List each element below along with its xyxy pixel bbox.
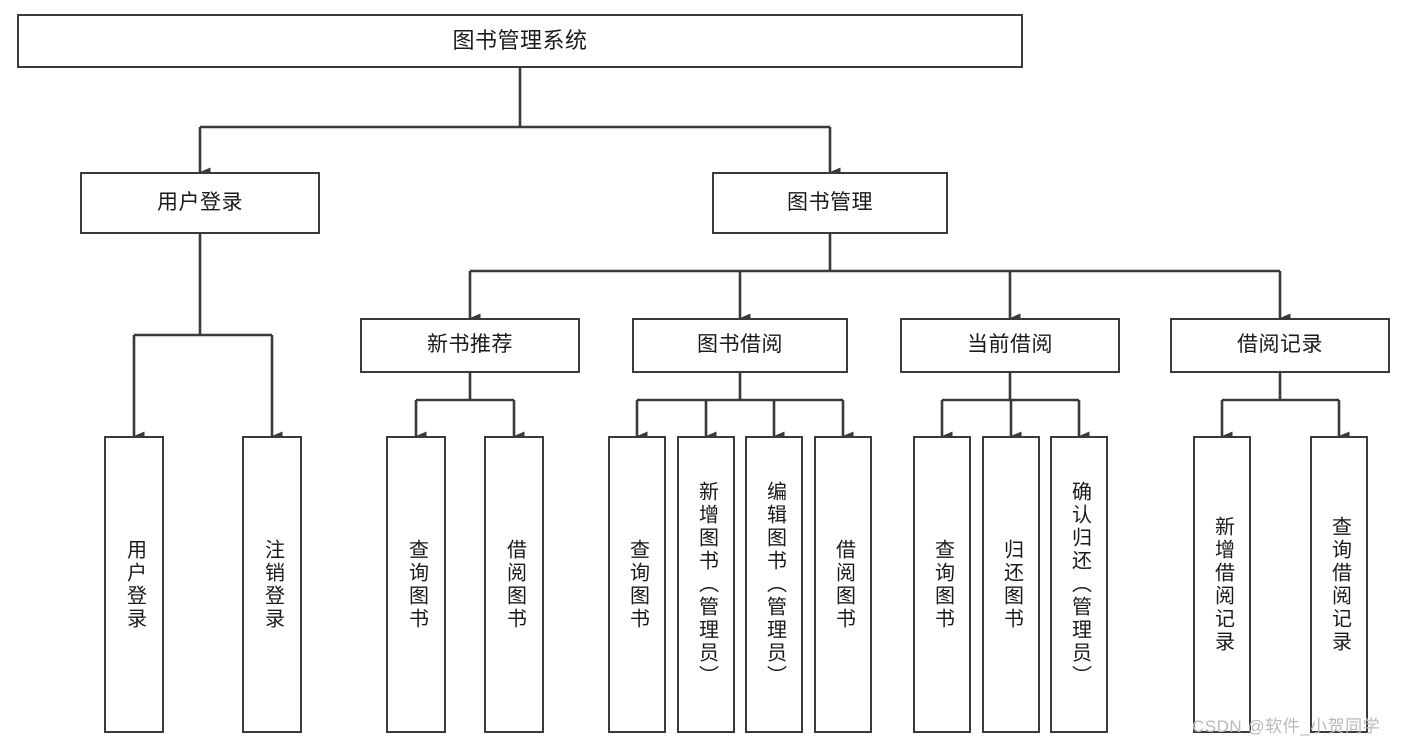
node-leaf-edit-book-label: 编辑图书（管理员）: [763, 481, 786, 688]
node-leaf-user-logout-label: 注销登录: [261, 538, 284, 631]
node-leaf-borrow-book-label: 借阅图书: [832, 538, 855, 631]
node-book-manage[interactable]: 图书管理: [712, 172, 948, 234]
node-leaf-add-record-label: 新增借阅记录: [1211, 515, 1234, 654]
node-leaf-add-book[interactable]: 新增图书（管理员）: [677, 436, 735, 733]
node-leaf-borrow-book-rec[interactable]: 借阅图书: [484, 436, 544, 733]
node-leaf-edit-book[interactable]: 编辑图书（管理员）: [745, 436, 803, 733]
node-leaf-confirm-return-label: 确认归还（管理员）: [1068, 481, 1091, 688]
node-user-login-label: 用户登录: [157, 190, 243, 214]
node-current-borrow[interactable]: 当前借阅: [900, 318, 1120, 373]
node-leaf-query-book-rec-label: 查询图书: [405, 538, 428, 631]
node-leaf-query-record-label: 查询借阅记录: [1328, 515, 1351, 654]
node-leaf-borrow-book-rec-label: 借阅图书: [503, 538, 526, 631]
node-book-borrow-label: 图书借阅: [697, 333, 783, 357]
node-leaf-return-book-label: 归还图书: [1000, 538, 1023, 631]
node-leaf-query-book-cur-label: 查询图书: [931, 538, 954, 631]
node-leaf-user-login[interactable]: 用户登录: [104, 436, 164, 733]
node-leaf-borrow-book[interactable]: 借阅图书: [814, 436, 872, 733]
node-leaf-query-book-rec[interactable]: 查询图书: [386, 436, 446, 733]
node-current-borrow-label: 当前借阅: [967, 333, 1053, 357]
node-leaf-query-book-borrow-label: 查询图书: [626, 538, 649, 631]
node-leaf-add-record[interactable]: 新增借阅记录: [1193, 436, 1251, 733]
node-leaf-add-book-label: 新增图书（管理员）: [695, 481, 718, 688]
node-new-book-recommend[interactable]: 新书推荐: [360, 318, 580, 373]
node-leaf-user-login-label: 用户登录: [123, 538, 146, 631]
node-book-borrow[interactable]: 图书借阅: [632, 318, 848, 373]
node-root[interactable]: 图书管理系统: [17, 14, 1023, 68]
node-borrow-record-label: 借阅记录: [1237, 333, 1323, 357]
node-user-login[interactable]: 用户登录: [80, 172, 320, 234]
node-new-book-recommend-label: 新书推荐: [427, 333, 513, 357]
node-leaf-query-book-borrow[interactable]: 查询图书: [608, 436, 666, 733]
node-leaf-user-logout[interactable]: 注销登录: [242, 436, 302, 733]
node-root-label: 图书管理系统: [452, 28, 588, 54]
node-borrow-record[interactable]: 借阅记录: [1170, 318, 1390, 373]
node-leaf-query-book-cur[interactable]: 查询图书: [913, 436, 971, 733]
node-leaf-confirm-return[interactable]: 确认归还（管理员）: [1050, 436, 1108, 733]
node-book-manage-label: 图书管理: [787, 190, 873, 214]
node-leaf-query-record[interactable]: 查询借阅记录: [1310, 436, 1368, 733]
node-leaf-return-book[interactable]: 归还图书: [982, 436, 1040, 733]
